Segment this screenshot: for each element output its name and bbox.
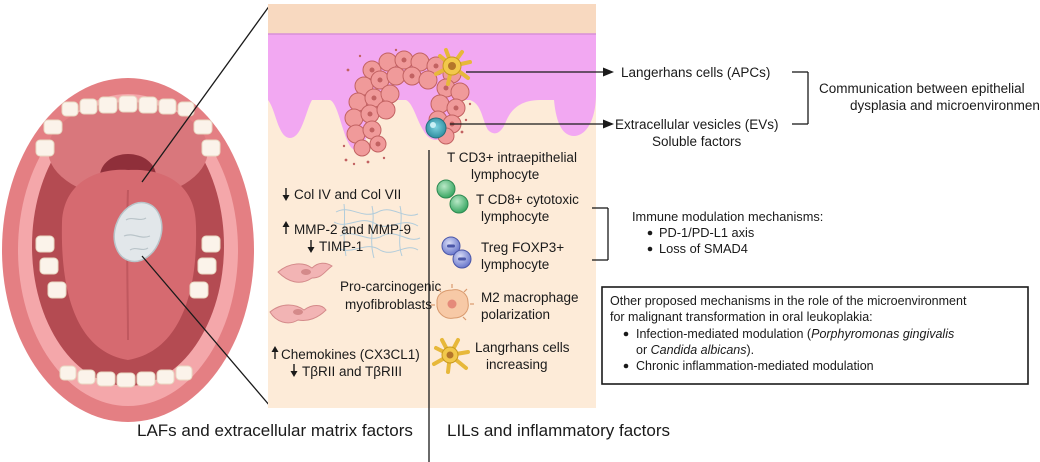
other-line-1: Other proposed mechanisms in the role of…	[610, 294, 967, 308]
communication-bracket	[792, 71, 809, 125]
collagen-fiber-icon	[333, 203, 421, 259]
caption-laf: LAFs and extracellular matrix factors	[137, 421, 413, 440]
other-item-1-cont: or Candida albicans).	[636, 343, 754, 357]
epithelium-arrows	[450, 67, 614, 129]
other-item-1: Infection-mediated modulation (Porphyrom…	[636, 327, 954, 341]
treg-label-2: lymphocyte	[481, 257, 549, 272]
myofib-label-2: myofibroblasts	[345, 297, 432, 312]
langerhans-label: Langerhans cells (APCs)	[621, 65, 770, 80]
caption-lil: LILs and inflammatory factors	[447, 421, 670, 440]
bullet-icon	[623, 331, 629, 337]
zoom-line-bottom	[141, 255, 271, 407]
cd3-label-1: T CD3+ intraepithelial	[447, 150, 577, 165]
immune-item-1: PD-1/PD-L1 axis	[659, 225, 754, 240]
mouth-illustration	[2, 78, 254, 422]
zoom-line-top	[141, 4, 271, 183]
cd8-lymphocyte-icon	[436, 179, 469, 214]
down-arrow-icon	[307, 240, 315, 253]
bullet-icon	[647, 246, 653, 252]
up-arrow-icon	[282, 221, 290, 234]
other-mechanisms-box: Other proposed mechanisms in the role of…	[601, 286, 1029, 385]
treg-label-1: Treg FOXP3+	[481, 240, 564, 255]
cd8-label-2: lymphocyte	[481, 209, 549, 224]
timp-label: TIMP-1	[319, 239, 363, 254]
chemokine-label: Chemokines (CX3CL1)	[281, 347, 420, 362]
langerhans-cell-icon	[434, 48, 472, 86]
cd3-label-2: lymphocyte	[471, 167, 539, 182]
lil-column: T CD3+ intraepithelial lymphocyte T CD8+…	[431, 150, 579, 374]
communication-label-1: Communication between epithelial	[819, 81, 1025, 96]
surface-layer	[268, 4, 596, 34]
tissue-panel: Col IV and Col VII MMP-2 and MMP-9 TIMP	[268, 4, 614, 462]
palate	[48, 102, 208, 198]
extracellular-vesicle-icon	[425, 117, 447, 139]
immune-bracket	[592, 207, 609, 261]
tgf-receptor-label: TβRII and TβRIII	[302, 364, 402, 379]
down-arrow-icon	[282, 188, 290, 201]
mmp-label: MMP-2 and MMP-9	[294, 222, 411, 237]
ev-label: Extracellular vesicles (EVs)	[615, 117, 779, 132]
other-line-2: for malignant transformation in oral leu…	[610, 310, 873, 324]
langerhans-cell-small-icon	[432, 338, 470, 374]
m2-label-2: polarization	[481, 307, 550, 322]
lower-teeth	[35, 235, 221, 388]
myofib-label-1: Pro-carcinogenic	[340, 279, 442, 294]
up-arrow-icon	[271, 346, 279, 359]
cd8-label-1: T CD8+ cytotoxic	[476, 192, 579, 207]
m2-label-1: M2 macrophage	[481, 290, 579, 305]
soluble-factors-label: Soluble factors	[652, 134, 742, 149]
col-label: Col IV and Col VII	[294, 187, 401, 202]
upper-teeth	[35, 95, 221, 157]
immune-item-2: Loss of SMAD4	[659, 241, 748, 256]
tumor-nuclei	[367, 57, 459, 147]
lc-label-2: increasing	[486, 357, 548, 372]
treg-lymphocyte-icon	[441, 236, 472, 269]
down-arrow-icon	[290, 364, 298, 377]
tongue	[61, 169, 197, 360]
scattered-particles	[342, 48, 472, 166]
m2-macrophage-icon	[431, 284, 474, 321]
other-item-2: Chronic inflammation-mediated modulation	[636, 359, 874, 373]
bullet-icon	[623, 363, 629, 369]
immune-title: Immune modulation mechanisms:	[632, 209, 823, 224]
lc-label-1: Langrhans cells	[475, 340, 570, 355]
communication-label-2: dysplasia and microenvironment	[850, 98, 1040, 113]
myofibroblast-icon	[269, 262, 333, 324]
leukoplakia-lesion-icon	[113, 201, 163, 263]
bullet-icon	[647, 230, 653, 236]
laf-column: Col IV and Col VII MMP-2 and MMP-9 TIMP	[269, 187, 442, 379]
